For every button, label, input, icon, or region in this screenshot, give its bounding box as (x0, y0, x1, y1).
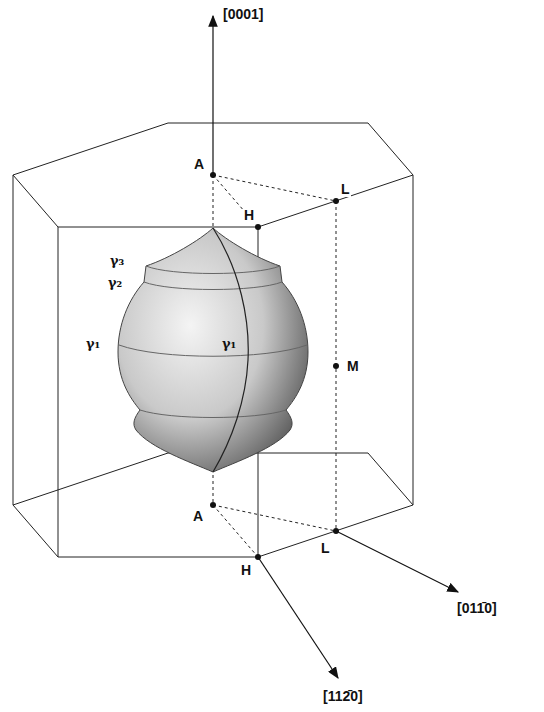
axis-label: [011̄0] (456, 600, 498, 616)
point-label: H (243, 207, 255, 223)
axes (213, 16, 458, 678)
point-label: H (240, 562, 252, 578)
band-label: γ₁ (222, 336, 236, 352)
band-label: γ₁ (86, 336, 100, 352)
point-label: L (320, 540, 331, 556)
axis-label: [0001] (222, 6, 264, 22)
point-label: A (192, 508, 204, 524)
symmetry-points (210, 172, 339, 560)
point-label: M (346, 358, 360, 374)
prism-edges (13, 175, 413, 557)
axis-label: [112̄0] (322, 688, 364, 704)
band-label: γ₃ (110, 253, 124, 269)
point-label: L (340, 181, 351, 197)
surface-bands (119, 266, 307, 418)
fermi-surface (118, 228, 308, 472)
gamma-line (213, 228, 248, 472)
band-label: γ₂ (108, 275, 122, 291)
point-label: A (193, 156, 205, 172)
